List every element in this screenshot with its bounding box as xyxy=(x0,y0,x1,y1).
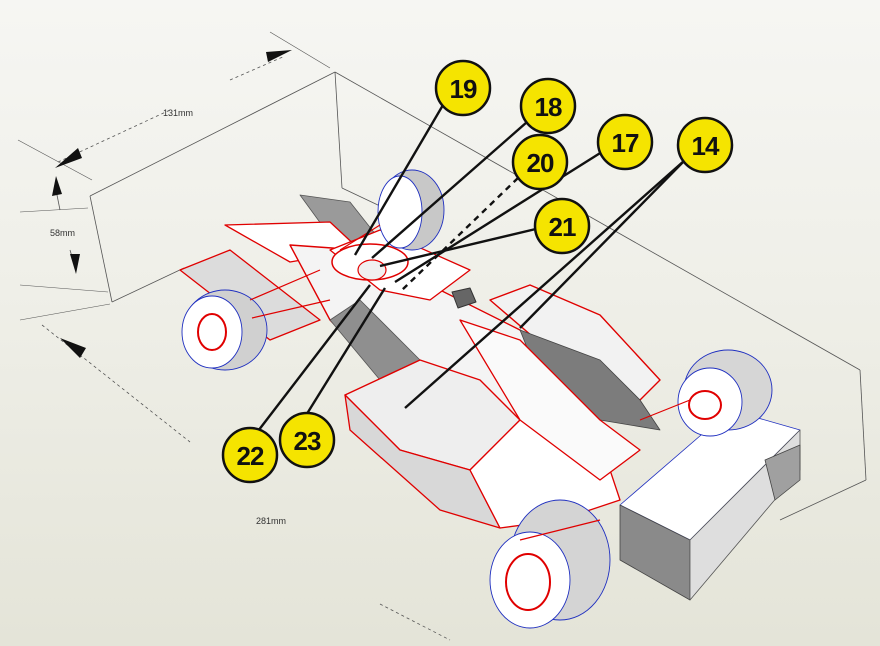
arrow-right-icon xyxy=(266,50,292,62)
suspension xyxy=(249,224,691,541)
ext-line xyxy=(269,31,331,69)
callout-circle xyxy=(278,411,336,469)
arrow-up-icon xyxy=(52,176,62,196)
callout-18: 18 xyxy=(519,77,577,135)
callout-label: 21 xyxy=(549,212,576,242)
callout-label: 22 xyxy=(237,441,264,471)
callout-circle xyxy=(221,426,279,484)
ext-line xyxy=(17,139,93,181)
rear-right-wheel xyxy=(677,349,773,437)
box-edge xyxy=(89,71,336,197)
leader-18 xyxy=(371,121,528,259)
width-dimension: 131mm xyxy=(163,108,193,118)
f1-car-model xyxy=(179,169,801,629)
height-dimension: 58mm xyxy=(50,228,75,238)
front-left-wheel xyxy=(181,289,268,371)
callout-label: 20 xyxy=(527,148,554,178)
callout-label: 18 xyxy=(535,92,562,122)
leader-14b xyxy=(404,159,686,409)
leader-23 xyxy=(298,287,387,426)
callout-19: 19 xyxy=(434,59,492,117)
suspension-arm xyxy=(249,269,321,301)
roll-hoop xyxy=(451,287,477,309)
rear-wing-right-plate xyxy=(764,444,801,501)
ext-line xyxy=(19,207,89,213)
callout-badges: 19 18 20 17 21 14 22 23 xyxy=(221,59,734,484)
arrow-left-icon xyxy=(55,148,82,168)
front-right-wheel xyxy=(377,169,445,251)
box-edge xyxy=(89,195,113,303)
leader-20 xyxy=(401,177,519,291)
callout-21: 21 xyxy=(533,197,591,255)
box-edge xyxy=(341,187,381,207)
callout-17: 17 xyxy=(596,113,654,171)
box-edge xyxy=(334,71,343,189)
suspension-arm xyxy=(339,224,381,251)
dim-line xyxy=(41,324,191,443)
callout-circle xyxy=(519,77,577,135)
ext-line xyxy=(19,284,109,293)
ext-line xyxy=(19,303,111,321)
leader-lines xyxy=(254,104,686,436)
leader-14a xyxy=(519,159,686,329)
rear-left-wheel xyxy=(489,499,611,629)
callout-circle xyxy=(596,113,654,171)
length-dimension: 281mm xyxy=(256,516,286,526)
wheel-rim xyxy=(688,390,722,420)
box-edge xyxy=(779,479,867,521)
callout-circle xyxy=(511,133,569,191)
steering-wheel xyxy=(357,259,387,281)
dimension-arrows xyxy=(52,50,292,358)
callout-circle xyxy=(676,116,734,174)
callout-23: 23 xyxy=(278,411,336,469)
leader-17 xyxy=(394,148,606,284)
callout-circle xyxy=(533,197,591,255)
leader-21 xyxy=(379,226,541,268)
callout-22: 22 xyxy=(221,426,279,484)
callout-label: 14 xyxy=(692,131,720,161)
dim-line xyxy=(229,55,286,81)
callout-label: 23 xyxy=(294,426,321,456)
engine-cover xyxy=(459,319,641,481)
box-edge xyxy=(111,267,185,303)
arrow-diag-icon xyxy=(60,338,86,358)
dim-line xyxy=(379,603,451,641)
leader-19 xyxy=(353,104,445,256)
arrow-down-icon xyxy=(70,254,80,274)
callout-label: 19 xyxy=(450,74,477,104)
callout-20: 20 xyxy=(511,133,569,191)
wheel-rim xyxy=(505,553,551,611)
callout-14: 14 xyxy=(676,116,734,174)
box-edge xyxy=(859,369,867,481)
callout-circle xyxy=(434,59,492,117)
suspension-arm xyxy=(639,399,691,421)
suspension-arm xyxy=(251,299,331,319)
tyre-face xyxy=(377,175,423,249)
wheel-rim xyxy=(197,313,227,351)
box-edge xyxy=(334,71,861,371)
callout-label: 17 xyxy=(612,128,639,158)
suspension-arm xyxy=(519,519,601,541)
leader-22 xyxy=(254,284,371,436)
